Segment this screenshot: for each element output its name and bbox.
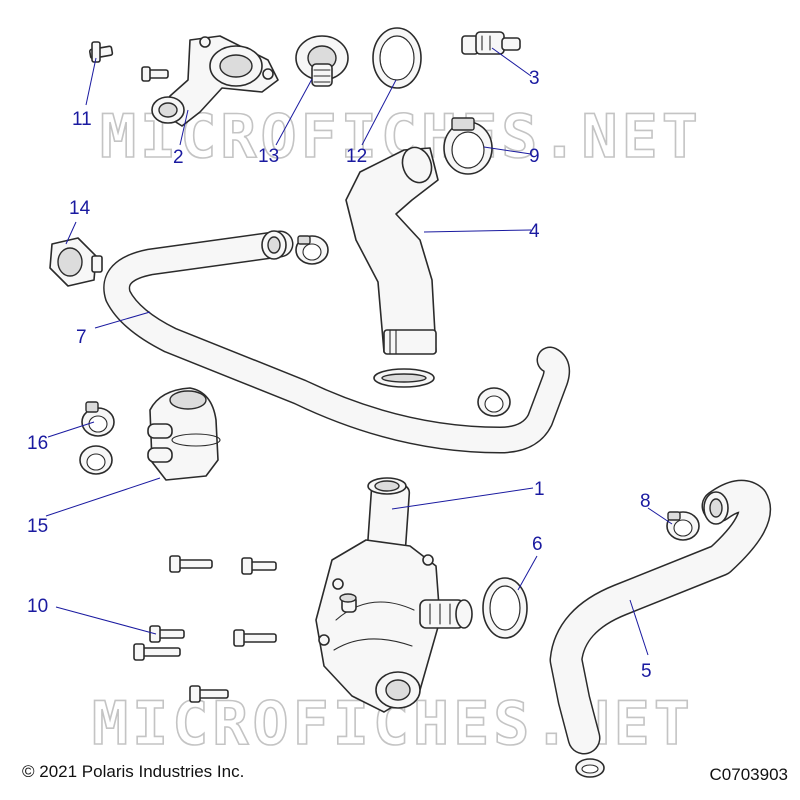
water-pump bbox=[315, 477, 473, 713]
callout-7: 7 bbox=[76, 327, 87, 348]
o-ring bbox=[482, 577, 528, 639]
callout-13: 13 bbox=[258, 146, 279, 167]
callout-9: 9 bbox=[529, 146, 540, 167]
callouts: 1 2 3 4 5 6 7 8 9 10 11 12 13 14 15 16 bbox=[27, 68, 652, 682]
callout-2: 2 bbox=[173, 147, 184, 168]
callout-6: 6 bbox=[532, 534, 543, 555]
leader-lines bbox=[45, 47, 673, 656]
callout-8: 8 bbox=[640, 491, 651, 512]
figure-id: C0703903 bbox=[709, 765, 788, 784]
temperature-sensor bbox=[461, 31, 521, 55]
thermostat bbox=[295, 35, 349, 87]
callout-3: 3 bbox=[529, 68, 540, 89]
hose-clamp-upper bbox=[443, 117, 493, 175]
callout-5: 5 bbox=[641, 661, 652, 682]
callout-15: 15 bbox=[27, 516, 48, 537]
housing-bolts bbox=[88, 41, 169, 82]
pump-bolts bbox=[133, 555, 277, 703]
callout-14: 14 bbox=[69, 198, 91, 219]
hose-clamp-bypass-top bbox=[295, 235, 329, 265]
callout-4: 4 bbox=[529, 221, 540, 242]
thermostat-seal bbox=[372, 27, 422, 89]
callout-12: 12 bbox=[346, 146, 367, 167]
callout-11: 11 bbox=[72, 109, 92, 130]
clip-clamps bbox=[79, 401, 115, 475]
hose-clip bbox=[49, 237, 103, 287]
callout-16: 16 bbox=[27, 433, 48, 454]
lower-hose bbox=[549, 479, 771, 778]
upper-hose bbox=[345, 146, 439, 388]
thermostat-housing bbox=[151, 35, 279, 127]
callout-1: 1 bbox=[534, 479, 545, 500]
copyright-notice: © 2021 Polaris Industries Inc. bbox=[22, 762, 245, 781]
hose-clamp-lower bbox=[666, 511, 700, 541]
elbow-fitting bbox=[147, 387, 221, 481]
callout-10: 10 bbox=[27, 596, 48, 617]
bypass-hose bbox=[103, 230, 571, 454]
